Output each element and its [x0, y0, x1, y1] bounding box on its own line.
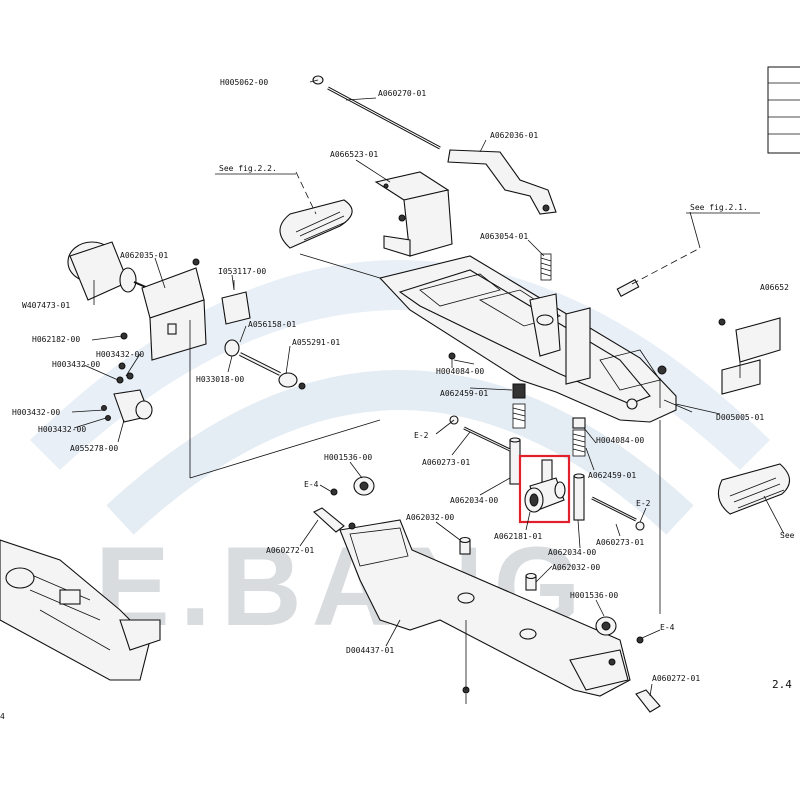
nut-a062032-lower [525, 572, 537, 591]
pin-a062034-left [509, 437, 521, 485]
part-a062181[interactable] [524, 459, 566, 513]
label-e4-a: E-4 [304, 480, 319, 489]
connector-i053117 [221, 280, 251, 325]
label-w407473: W407473-01 [22, 301, 70, 310]
shaft-a060273-right [591, 496, 645, 531]
label-h033018: H033018-00 [196, 375, 244, 384]
shaft-a056158 [224, 339, 306, 390]
label-a060270: A060270-01 [378, 89, 426, 98]
label-a060273-b: A060273-01 [596, 538, 644, 547]
shaft-fig-2-1 [616, 211, 701, 297]
lower-carriage-d004437 [339, 519, 631, 697]
bracket-a062035 [120, 258, 207, 361]
label-a062459-a: A062459-01 [440, 389, 488, 398]
part-labels: H005062-00 A060270-01 A062036-01 A066523… [0, 78, 795, 721]
label-h005062: H005062-00 [220, 78, 268, 87]
leader-lines [71, 79, 721, 697]
spring-a063054 [540, 253, 552, 281]
label-a062181: A062181-01 [494, 532, 542, 541]
label-a062032-b: A062032-00 [552, 563, 600, 572]
belt-fig-2-2 [279, 171, 353, 249]
label-h003432-d: H003432-00 [38, 425, 86, 434]
label-a063054: A063054-01 [480, 232, 528, 241]
bracket-a066523 [374, 171, 453, 257]
edge-mark: 4 [0, 712, 5, 721]
bearing-h001536-right [595, 616, 644, 644]
label-e2-a: E-2 [414, 431, 429, 440]
label-e4-b: E-4 [660, 623, 675, 632]
bearing-h001536-left [330, 476, 375, 496]
title-block-table [767, 66, 800, 154]
label-e2-b: E-2 [636, 499, 651, 508]
label-a066523: A066523-01 [330, 150, 378, 159]
bracket-a06652 [718, 317, 781, 395]
label-h062182: H062182-00 [32, 335, 80, 344]
label-a062034-b: A062034-00 [548, 548, 596, 557]
label-see-partial: See [780, 531, 795, 540]
bracket-a062036 [447, 149, 557, 215]
left-subassembly [0, 539, 161, 681]
label-h001536-a: H001536-00 [324, 453, 372, 462]
label-see-fig-2-2: See fig.2.2. [219, 164, 277, 173]
belt-right [717, 463, 791, 535]
label-a060272-a: A060272-01 [266, 546, 314, 555]
main-carriage-frame [378, 255, 677, 423]
label-a062034-a: A062034-00 [450, 496, 498, 505]
label-h004084-a: H004084-00 [436, 367, 484, 376]
shaft-a060273-left [449, 415, 511, 452]
label-a055278: A055278-00 [70, 444, 118, 453]
label-a055291: A055291-01 [292, 338, 340, 347]
label-a062032-a: A062032-00 [406, 513, 454, 522]
nut-a062032-upper [459, 536, 471, 555]
motor-w407473 [67, 241, 149, 301]
spring-a062459-right [572, 417, 586, 457]
label-h004084-b: H004084-00 [596, 436, 644, 445]
screws [118, 352, 470, 704]
label-a062459-b: A062459-01 [588, 471, 636, 480]
label-d004437: D004437-01 [346, 646, 394, 655]
label-i053117: I053117-00 [218, 267, 266, 276]
pin-a062034-right [573, 473, 585, 521]
label-h001536-b: H001536-00 [570, 591, 618, 600]
label-h003432-a: H003432-00 [96, 350, 144, 359]
label-h003432-b: H003432-00 [52, 360, 100, 369]
label-a056158: A056158-01 [248, 320, 296, 329]
label-a062035: A062035-01 [120, 251, 168, 260]
label-a060273-a: A060273-01 [422, 458, 470, 467]
label-a06652: A06652 [760, 283, 789, 292]
label-h003432-c: H003432-00 [12, 408, 60, 417]
label-see-fig-2-1: See fig.2.1. [690, 203, 748, 212]
label-a062036: A062036-01 [490, 131, 538, 140]
highlight-box [518, 454, 571, 524]
figure-number: 2.4 [772, 678, 792, 691]
label-a060272-b: A060272-01 [652, 674, 700, 683]
shaft-a060270 [312, 75, 441, 150]
label-d005005: D005005-01 [716, 413, 764, 422]
pin-a060272-left [313, 507, 345, 533]
spring-a062459-left [512, 383, 526, 429]
pin-a060272-right [635, 689, 661, 713]
sensor-a055278 [101, 372, 153, 423]
